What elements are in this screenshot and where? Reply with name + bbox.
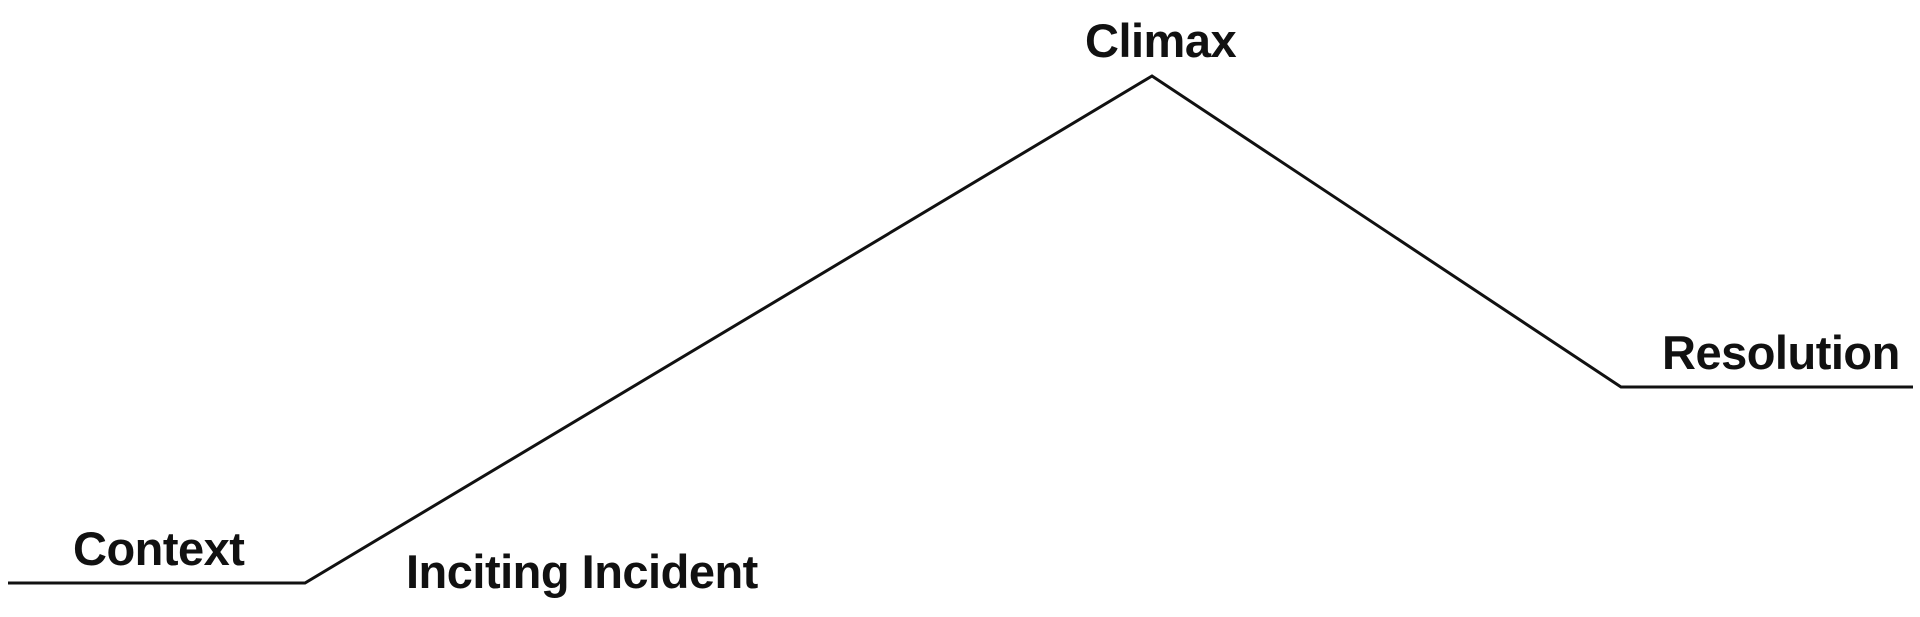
- climax-label: Climax: [1085, 14, 1237, 67]
- inciting-incident-label: Inciting Incident: [406, 545, 758, 598]
- arc-polyline: [8, 74, 1913, 585]
- resolution-label: Resolution: [1662, 326, 1900, 379]
- context-label: Context: [73, 522, 245, 575]
